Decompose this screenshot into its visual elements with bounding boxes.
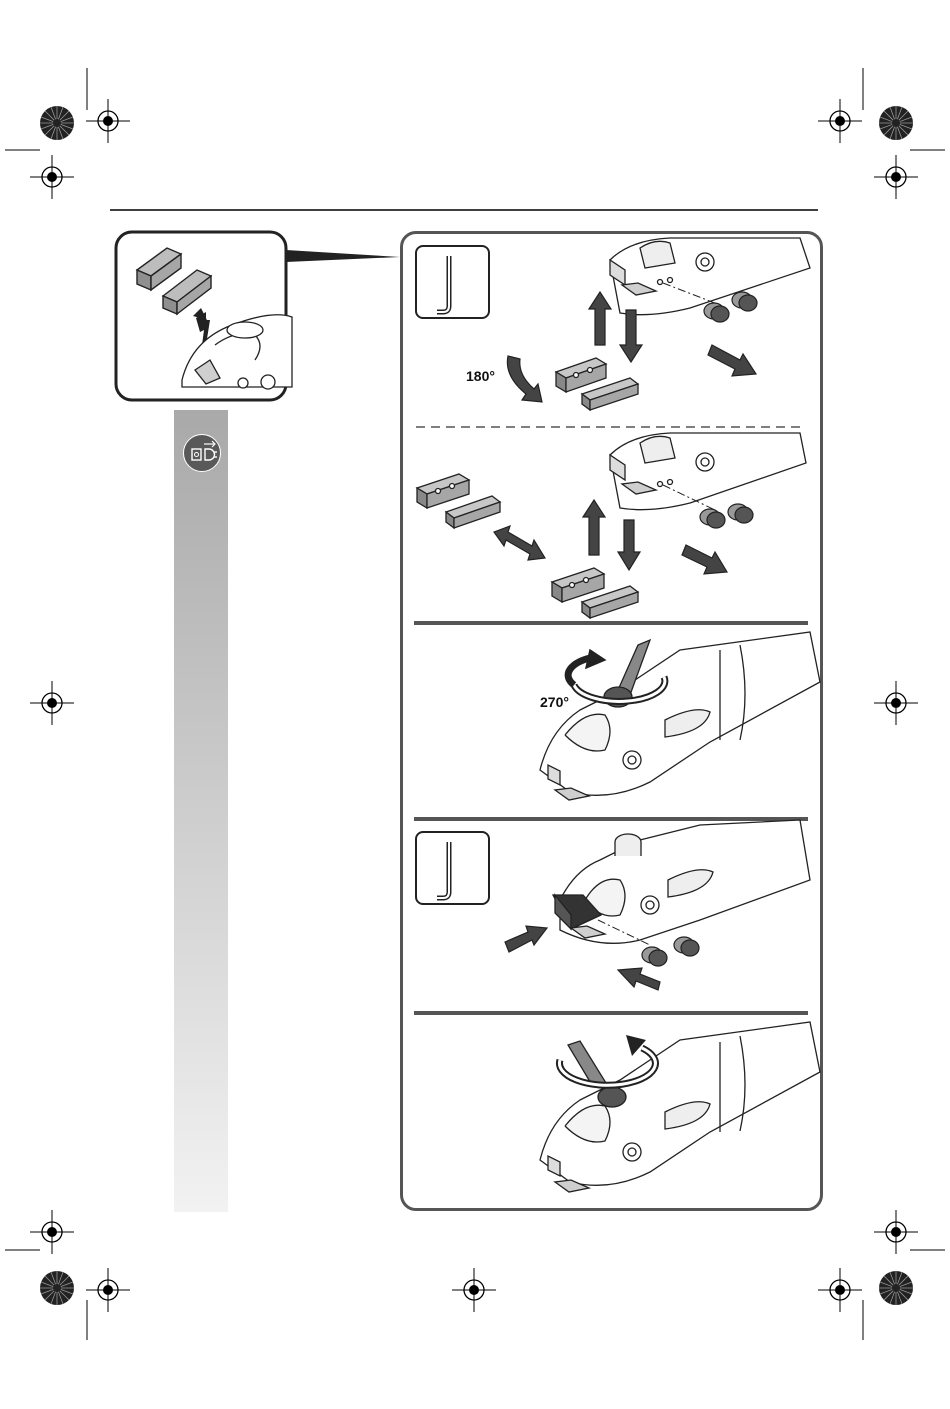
step-5-illustration	[0, 0, 950, 1409]
